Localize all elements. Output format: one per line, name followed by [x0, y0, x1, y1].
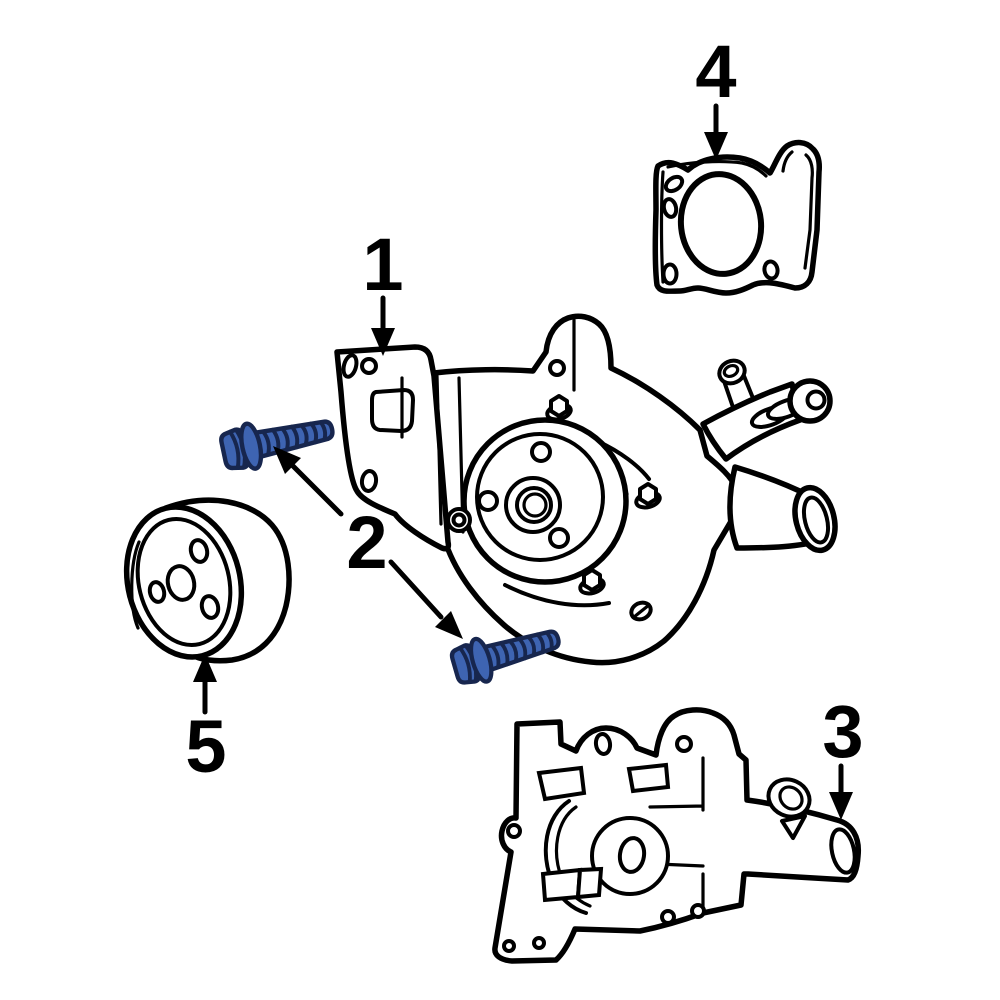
pulley-drawing: [123, 497, 292, 664]
thermostat-housing-drawing: [492, 707, 862, 964]
callout-1[interactable]: 1: [362, 223, 404, 356]
callout-4-arrowhead: [704, 132, 728, 160]
outlet-bleed-port: [766, 777, 812, 840]
callout-3[interactable]: 3: [822, 690, 864, 820]
callout-2[interactable]: 2: [273, 446, 463, 639]
callout-3-arrowhead: [829, 792, 853, 820]
callout-5[interactable]: 5: [185, 654, 227, 788]
highlighted-bolt-upper[interactable]: [219, 407, 337, 475]
callout-5-arrowhead: [193, 654, 217, 682]
pump-ear-hole: [548, 359, 566, 377]
callout-2-number[interactable]: 2: [346, 501, 387, 584]
callout-4-number[interactable]: 4: [695, 30, 736, 113]
water-pump-assembly-drawing: [334, 313, 838, 666]
flange-stud: [634, 482, 662, 510]
callout-1-number[interactable]: 1: [362, 223, 403, 306]
pump-bracket: [334, 344, 472, 552]
callout-3-number[interactable]: 3: [822, 690, 863, 773]
pump-flange: [461, 394, 662, 622]
heater-fitting: [700, 378, 833, 462]
gasket-drawing: [652, 139, 822, 296]
callout-1-arrowhead: [371, 328, 395, 356]
flange-stud: [545, 394, 573, 422]
callout-4[interactable]: 4: [695, 30, 737, 160]
gasket-center-opening: [677, 171, 765, 277]
slotted-hole: [629, 600, 653, 622]
pump-outlet-pipe: [727, 464, 838, 554]
flange-stud: [578, 568, 606, 596]
callout-2-arrowhead-upper: [273, 446, 301, 474]
callout-5-number[interactable]: 5: [185, 705, 226, 788]
outlet-pipe-opening: [829, 827, 857, 875]
callout-2-arrowhead-lower: [435, 611, 463, 639]
